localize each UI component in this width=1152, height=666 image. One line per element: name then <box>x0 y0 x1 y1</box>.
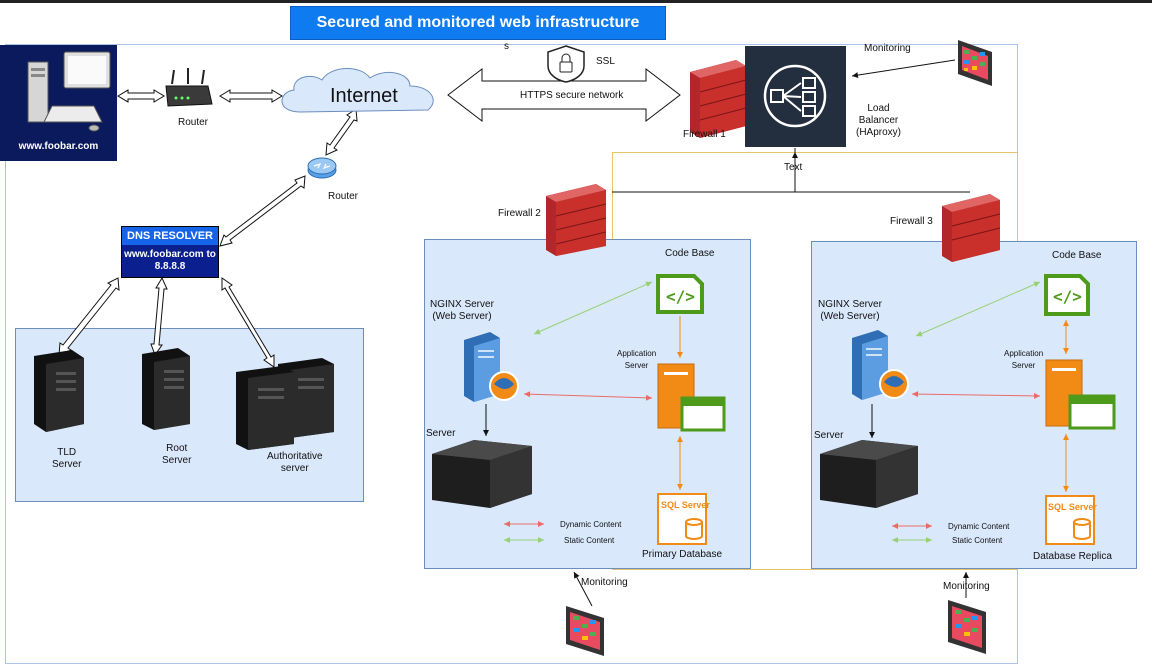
router2-dns-link <box>219 175 306 247</box>
root-server-label: Root Server <box>162 443 192 466</box>
dns-root-link <box>150 276 168 357</box>
nginx-label-left: NGINX Server (Web Server) <box>430 299 494 322</box>
router-icon <box>165 68 213 107</box>
monitoring-bottom1-label: Monitoring <box>581 577 628 588</box>
monitor-icon-bottom2 <box>948 600 986 654</box>
svg-text:</>: </> <box>1053 287 1082 306</box>
monitoring-top-label: Monitoring <box>864 43 911 54</box>
monitoring-arrow-bottom1 <box>573 571 593 607</box>
tld-server-label: TLD Server <box>52 447 82 470</box>
static-content-legend-right: Static Content <box>952 536 1003 545</box>
firewall-icon-3 <box>942 194 1001 262</box>
router1-label: Router <box>178 117 209 128</box>
dynamic-content-legend-right: Dynamic Content <box>948 522 1010 531</box>
ssl-shield-icon <box>547 45 585 83</box>
firewall2-label: Firewall 2 <box>498 208 541 219</box>
dns-resolver-body: www.foobar.com to 8.8.8.8 <box>124 249 216 272</box>
load-balancer-box <box>745 46 846 147</box>
dns-resolver: DNS RESOLVER www.foobar.com to 8.8.8.8 <box>121 226 219 278</box>
firewall1-label: Firewall 1 <box>683 129 726 140</box>
database-icon-left: SQL Server <box>657 493 710 545</box>
dns-auth-link <box>221 277 275 368</box>
monitor-icon-top <box>958 40 992 86</box>
firewall3-label: Firewall 3 <box>890 216 933 227</box>
svg-text:SQL Server: SQL Server <box>661 500 710 510</box>
lb-to-fw2-line <box>612 148 796 193</box>
https-link <box>447 67 681 123</box>
server-label-right: Server <box>814 430 844 441</box>
dns-tld-link <box>58 277 120 356</box>
code-base-label-left: Code Base <box>665 248 715 259</box>
router-internet-link <box>219 89 283 103</box>
https-label: HTTPS secure network <box>520 90 624 101</box>
router-round-icon <box>307 157 337 179</box>
web-server-icon-right <box>852 330 909 400</box>
authoritative-server-label: Authoritative server <box>267 451 323 474</box>
static-content-legend-left: Static Content <box>564 536 615 545</box>
diagram-title: Secured and monitored web infrastructure <box>290 6 666 40</box>
text-label: Text <box>784 162 803 173</box>
rack-server-icon-right <box>820 440 918 508</box>
app-server-label-right: Application Server <box>1004 349 1044 370</box>
application-server-icon-left <box>657 363 726 432</box>
server-tower-icon-root <box>142 348 190 430</box>
s-mark: s <box>504 41 509 52</box>
server-tower-icon-tld <box>34 350 84 432</box>
firewall-icon-1 <box>690 60 747 138</box>
primary-database-label: Primary Database <box>642 549 723 560</box>
code-icon-right: </> <box>1044 274 1090 316</box>
internet-label: Internet <box>330 85 398 107</box>
firewall-icon-2 <box>546 184 607 256</box>
code-base-label-right: Code Base <box>1052 250 1102 261</box>
pc-router-link <box>117 89 165 103</box>
monitor-icon-bottom1 <box>566 606 604 656</box>
app-server-label-left: Application Server <box>617 349 657 370</box>
cloud-icon <box>281 68 434 113</box>
web-server-icon-left <box>464 332 519 402</box>
svg-text:</>: </> <box>666 287 695 306</box>
internet-router2-link <box>325 108 358 156</box>
database-replica-label: Database Replica <box>1033 551 1112 562</box>
router2-label: Router <box>328 191 359 202</box>
rack-server-icon-left <box>432 440 532 508</box>
database-icon-right: SQL Server <box>1045 495 1097 545</box>
server-label-left: Server <box>426 428 456 439</box>
application-server-icon-right <box>1045 359 1116 430</box>
top-border-bar <box>0 0 1152 3</box>
ssl-label: SSL <box>596 56 615 67</box>
load-balancer-icon <box>763 64 827 128</box>
site-label: www.foobar.com <box>18 141 99 152</box>
monitoring-bottom2-label: Monitoring <box>943 581 990 592</box>
svg-text:SQL Server: SQL Server <box>1048 502 1097 512</box>
code-icon-left: </> <box>656 274 704 314</box>
server-tower-icon-authoritative <box>236 358 334 450</box>
nginx-label-right: NGINX Server (Web Server) <box>818 299 882 322</box>
monitoring-arrow-top <box>851 59 956 79</box>
load-balancer-label: Load Balancer (HAproxy) <box>856 103 902 138</box>
dynamic-content-legend-left: Dynamic Content <box>560 520 622 529</box>
client-computer: www.foobar.com <box>0 45 117 161</box>
dns-resolver-header: DNS RESOLVER <box>122 227 218 245</box>
